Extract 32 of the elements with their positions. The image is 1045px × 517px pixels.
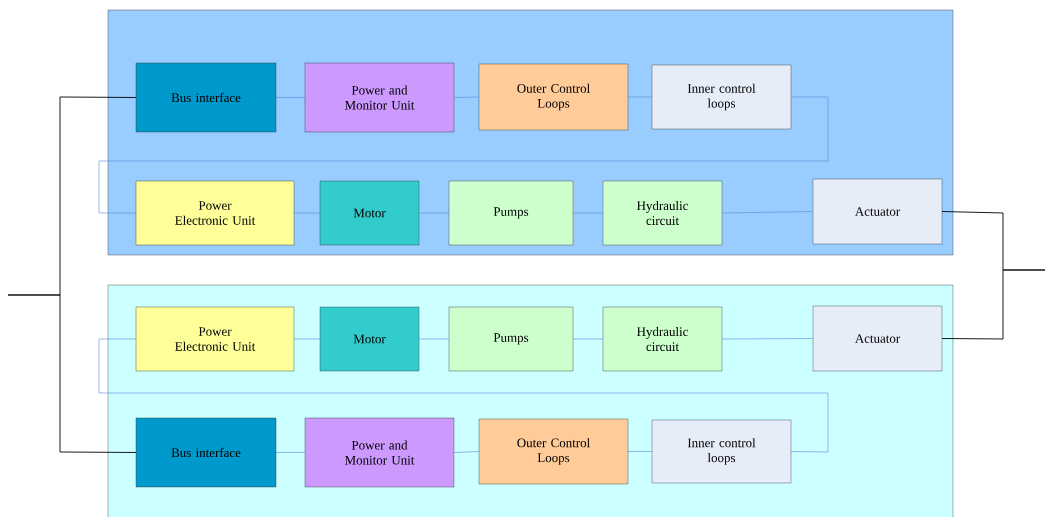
connector-line xyxy=(275,97,306,98)
connector-line xyxy=(721,338,814,340)
process-box: Bus interface xyxy=(135,417,277,488)
process-box: Inner control loops xyxy=(651,419,792,484)
connector-line xyxy=(7,294,137,453)
process-box: Power Electronic Unit xyxy=(135,180,295,246)
connector-line xyxy=(418,338,450,340)
process-box: Outer Control Loops xyxy=(478,418,629,485)
process-box: Hydraulic circuit xyxy=(602,306,723,372)
process-box: Outer Control Loops xyxy=(478,63,629,131)
process-box: Bus interface xyxy=(135,62,277,133)
connector-line xyxy=(627,451,653,452)
connector-line xyxy=(572,338,604,340)
process-box: Actuator xyxy=(812,178,943,245)
connector-line xyxy=(98,96,829,214)
process-box: Power and Monitor Unit xyxy=(304,62,455,133)
process-box: Pumps xyxy=(448,306,574,372)
process-box: Hydraulic circuit xyxy=(602,180,723,246)
connector-line xyxy=(941,269,1045,340)
process-box: Pumps xyxy=(448,180,574,246)
connector-line xyxy=(721,211,814,214)
connector-line xyxy=(275,452,306,453)
process-box: Actuator xyxy=(812,305,943,372)
process-box: Motor xyxy=(319,180,420,246)
connector-line xyxy=(453,451,480,453)
connector-line xyxy=(453,96,480,98)
process-box: Inner control loops xyxy=(651,64,792,130)
process-box: Power and Monitor Unit xyxy=(304,417,455,488)
connector-line xyxy=(98,338,829,453)
connector-line xyxy=(293,338,321,340)
process-box: Motor xyxy=(319,306,420,372)
process-box: Power Electronic Unit xyxy=(135,306,295,372)
